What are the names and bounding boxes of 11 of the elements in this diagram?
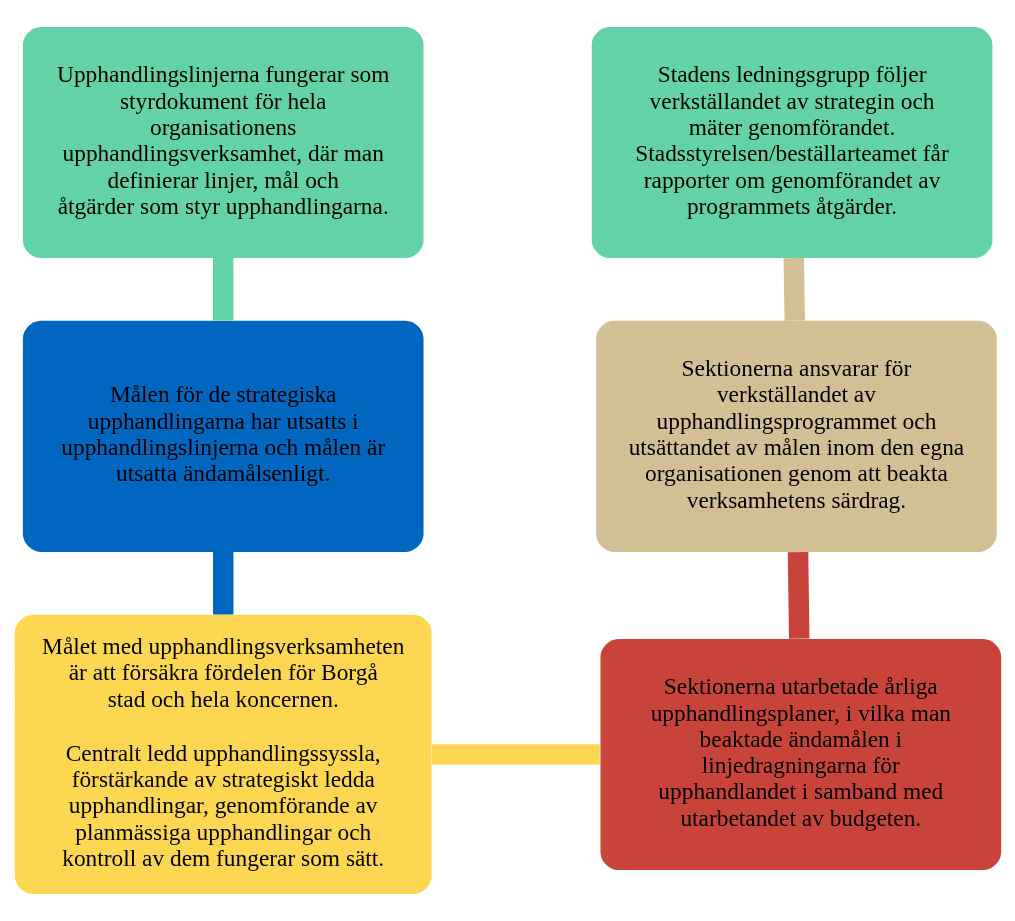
connector: [212, 552, 233, 615]
connector: [783, 257, 805, 321]
node-box: Sektionerna ansvarar för verkställandet av upphandlingsprogrammet och utsättandet av målen inom den egna organisationen genom att beakta verksamhetens särdrag.: [595, 320, 997, 552]
node-box: Upphandlingslinjerna fungerar som styrdokument för hela organisationens upphandlingsverksamhet, där man definierar linjer, mål och åtgärder som styr upphandlingarna.: [22, 26, 424, 258]
connector: [212, 258, 233, 321]
node-box: Sektionerna utarbetade årliga upphandlingsplaner, i vilka man beaktade ändamålen i linjedragningarna för upphandlandet i samband med utarbetandet av budgeten.: [600, 638, 1001, 870]
connector: [431, 744, 600, 765]
node-box: Målet med upphandlingsverksamheten är att försäkra fördelen för Borgå stad och hela koncernen. Centralt ledd upphandlingssyssla, förstärkande av strategiskt ledda upphandlingar, genomförande av planmässiga upphandlingar och kontroll av dem fungerar som sätt.: [14, 614, 432, 895]
connector: [787, 551, 809, 639]
node-box: Stadens ledningsgrupp följer verkställandet av strategin och mäter genomförandet. Stadsstyrelsen/beställarteamet får rapporter om genomförandet av programmets åtgärder.: [591, 26, 992, 258]
node-box: Målen för de strategiska upphandlingarna har utsatts i upphandlingslinjerna och målen är utsatta ändamålsenligt.: [22, 320, 424, 552]
